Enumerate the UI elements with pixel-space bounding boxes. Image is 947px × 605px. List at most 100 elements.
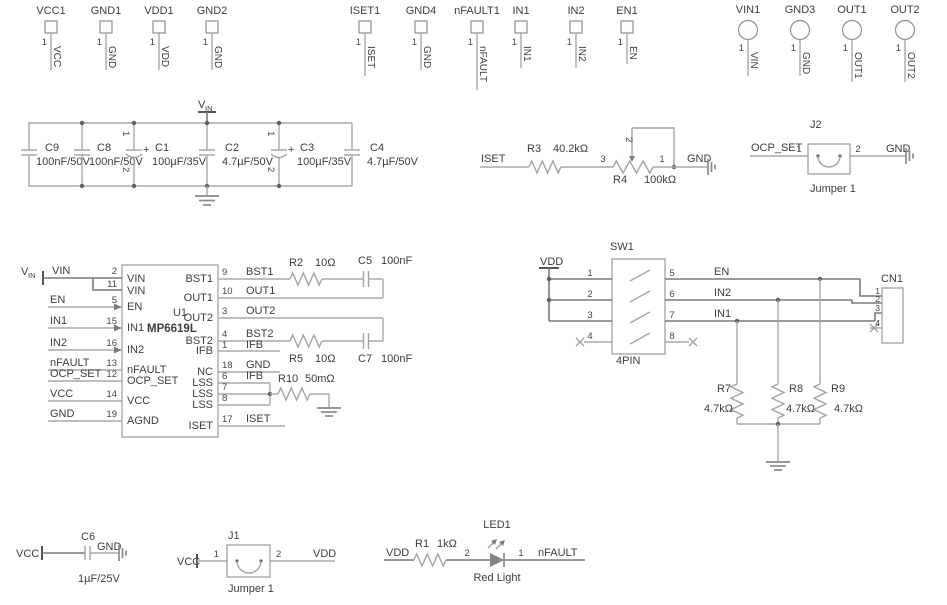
resistor-r3 bbox=[528, 159, 562, 175]
testpoint-out2: OUT2 1 OUT2 bbox=[890, 4, 920, 82]
pin-number: 1 bbox=[97, 37, 102, 48]
net-label-iset: ISET bbox=[481, 153, 506, 165]
testpoint-en1: EN1 1 EN bbox=[616, 5, 638, 64]
resistor-r7 bbox=[729, 383, 745, 419]
vin-power-flag: V IN bbox=[198, 99, 216, 123]
cap-value: 4.7µF/50V bbox=[367, 156, 419, 168]
no-connect-x bbox=[688, 337, 698, 347]
net-label: GND bbox=[212, 46, 223, 68]
net-label-gnd: GND bbox=[97, 541, 122, 553]
jumper-shunt bbox=[817, 155, 841, 168]
pin-number: 6 bbox=[669, 289, 674, 300]
testpoint-pad bbox=[569, 20, 583, 34]
pin-number: 4 bbox=[587, 331, 592, 342]
net-label-gnd: GND bbox=[687, 153, 712, 165]
pin-number: 1 bbox=[214, 549, 219, 560]
testpoint-pad bbox=[358, 20, 372, 34]
capacitor-c8: C8 100nF/50V bbox=[74, 123, 143, 186]
pin-number: 9 bbox=[222, 267, 227, 278]
net-label: IN1 bbox=[521, 46, 532, 62]
testpoint-ref: VDD1 bbox=[144, 5, 173, 17]
testpoint-ref: IN1 bbox=[512, 5, 529, 17]
resistor-value: 10Ω bbox=[315, 257, 335, 269]
net-label: EN bbox=[714, 266, 729, 278]
testpoint-ref: OUT2 bbox=[890, 4, 919, 16]
testpoint-ref: GND4 bbox=[406, 5, 437, 17]
pin-number: 7 bbox=[222, 382, 227, 393]
pin-name: IFB bbox=[196, 345, 213, 357]
resistor-ref: R9 bbox=[831, 383, 845, 395]
cap-value: 100nF bbox=[381, 353, 412, 365]
net-label: EN bbox=[627, 46, 638, 60]
pin-number: 3 bbox=[875, 303, 880, 313]
net-label-vcc: VCC bbox=[177, 556, 200, 568]
cap-ref: C9 bbox=[45, 142, 59, 154]
net-label-gnd: GND bbox=[886, 143, 911, 155]
input-cap-bank: V IN C9 100nF/50V C8 100nF/50V bbox=[21, 99, 419, 206]
pin-number: 2 bbox=[875, 294, 880, 304]
pin-number: 1 bbox=[412, 37, 417, 48]
testpoint-in1: IN1 1 IN1 bbox=[512, 5, 532, 68]
no-connect-x bbox=[575, 337, 585, 347]
net-label: OUT1 bbox=[246, 285, 275, 297]
cap-ref: C4 bbox=[370, 142, 384, 154]
net-label: IFB bbox=[246, 370, 263, 382]
switch-body bbox=[611, 258, 666, 355]
pin-name: VIN bbox=[127, 285, 145, 297]
testpoint-ref: ISET1 bbox=[350, 5, 381, 17]
pin-number: 12 bbox=[106, 369, 117, 380]
pin-number: 8 bbox=[222, 393, 227, 404]
ground-symbol bbox=[118, 545, 127, 561]
resistor-r8 bbox=[770, 383, 786, 419]
flag-label-sub: IN bbox=[28, 271, 36, 280]
resistor-value: 4.7kΩ bbox=[704, 403, 733, 415]
cap-value: 100nF bbox=[381, 255, 412, 267]
ground-symbol bbox=[317, 394, 341, 417]
testpoint-in2: IN2 1 IN2 bbox=[567, 5, 587, 68]
pin-number: 2 bbox=[276, 549, 281, 560]
net-label: OUT1 bbox=[852, 52, 863, 79]
cap-ref: C2 bbox=[225, 142, 239, 154]
capacitor-c5 bbox=[362, 271, 370, 287]
pin-number: 4 bbox=[875, 318, 880, 328]
connector-cn1: CN1 1 2 3 4 bbox=[734, 273, 904, 344]
cap-ref: C7 bbox=[358, 353, 372, 365]
capacitor-c7 bbox=[362, 333, 370, 349]
pin-number: 1 bbox=[203, 37, 208, 48]
pin-number: 1 bbox=[896, 43, 901, 54]
ground-symbol bbox=[905, 148, 914, 164]
testpoint-ref: OUT1 bbox=[837, 4, 866, 16]
pin-number: 4 bbox=[222, 329, 227, 340]
pulldown-resistors: R7 4.7kΩ R8 4.7kΩ R9 4.7kΩ bbox=[704, 279, 863, 471]
switch-type: 4PIN bbox=[616, 355, 641, 367]
pin-name: nFAULT bbox=[127, 364, 167, 376]
iset-network: ISET R3 40.2kΩ 3 2 1 R4 100kΩ GND bbox=[480, 127, 716, 186]
pin-number: 17 bbox=[222, 414, 233, 425]
pin-name: LSS bbox=[192, 399, 213, 411]
pin-number: 3 bbox=[222, 306, 227, 317]
connector-body bbox=[881, 287, 904, 344]
pin-number: 5 bbox=[112, 295, 117, 306]
bootstrap-network: R2 10Ω C5 100nF R5 10Ω C7 100nF R10 50mΩ bbox=[267, 255, 412, 417]
cap-polarity: + bbox=[143, 144, 149, 156]
net-label: GND bbox=[246, 359, 271, 371]
pin-name: AGND bbox=[127, 415, 159, 427]
testpoint-ref: VCC1 bbox=[36, 5, 65, 17]
pin-number: 13 bbox=[106, 358, 117, 369]
vdd-power-flag: VDD bbox=[539, 256, 563, 321]
vin-power-flag: V IN bbox=[21, 266, 44, 285]
pin-name: OCP_SET bbox=[127, 375, 179, 387]
ground-symbol bbox=[707, 159, 716, 175]
testpoint-pad bbox=[44, 20, 58, 34]
jumper-j2: J2 OCP_SET 1 2 GND Jumper 1 bbox=[750, 119, 914, 195]
net-label: OUT2 bbox=[905, 52, 916, 79]
pin-name: IN2 bbox=[127, 344, 144, 356]
cap-ref: C3 bbox=[300, 142, 314, 154]
net-label-vcc: VCC bbox=[16, 548, 39, 560]
testpoint-pad bbox=[789, 19, 811, 41]
switch-blade bbox=[629, 269, 651, 282]
net-label: ISET bbox=[246, 413, 271, 425]
resistor-value: 4.7kΩ bbox=[786, 403, 815, 415]
switch-blade bbox=[629, 311, 651, 324]
flag-label-sub: IN bbox=[205, 104, 213, 113]
